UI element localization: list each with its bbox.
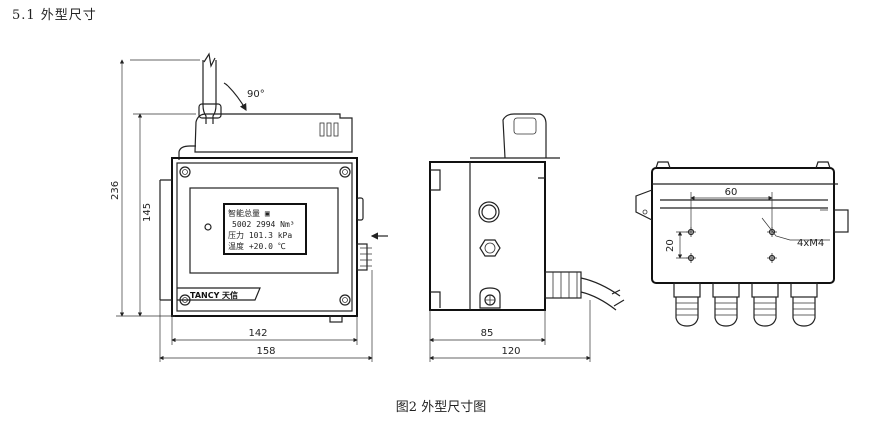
lcd-line: 5002 2994 Nm³ bbox=[232, 220, 295, 229]
side-button bbox=[478, 201, 500, 223]
dim-hole-spacing-x: 60 bbox=[725, 187, 738, 198]
brand-logo: TANCY bbox=[190, 291, 220, 300]
side-top-cap bbox=[502, 113, 547, 159]
dim-width-total: 158 bbox=[256, 346, 275, 357]
top-cap bbox=[194, 113, 353, 153]
side-nut bbox=[479, 239, 501, 257]
bottom-housing bbox=[651, 167, 835, 284]
lcd-line: 智能总量 ▣ bbox=[228, 208, 270, 218]
gland-row bbox=[673, 282, 818, 327]
rotation-label: 90° bbox=[247, 89, 265, 100]
side-housing bbox=[429, 161, 546, 311]
lcd-screen bbox=[223, 203, 307, 255]
screw bbox=[339, 294, 351, 306]
lcd-line: 压力 101.3 kPa bbox=[228, 230, 292, 240]
bottom-view: 60 20 4xM4 bbox=[635, 161, 849, 327]
antenna bbox=[198, 52, 222, 124]
rotation-arrow bbox=[227, 85, 247, 112]
screw bbox=[179, 166, 191, 178]
dim-depth-total: 120 bbox=[501, 346, 520, 357]
ground-terminal bbox=[479, 287, 501, 309]
dim-height-body: 145 bbox=[142, 203, 153, 222]
display-window bbox=[189, 187, 339, 274]
side-cable-gland bbox=[544, 271, 582, 299]
dim-height-total: 236 bbox=[110, 181, 121, 200]
screw bbox=[339, 166, 351, 178]
indicator-led bbox=[204, 223, 212, 231]
lcd-line: 温度 +20.0 ℃ bbox=[228, 241, 286, 251]
side-view: 85 120 bbox=[429, 113, 625, 362]
dim-width-body: 142 bbox=[248, 328, 267, 339]
front-view: 90° 智能总量 ▣ 5002 2994 Nm³ 压力 101.3 kPa 温度… bbox=[110, 52, 388, 362]
cable-gland bbox=[356, 243, 368, 271]
hole-callout: 4xM4 bbox=[797, 238, 824, 249]
figure-caption: 图2 外型尺寸图 bbox=[395, 400, 487, 415]
brand-logo-cn: 天信 bbox=[222, 290, 238, 300]
dim-depth-body: 85 bbox=[481, 328, 494, 339]
bottom-connector bbox=[833, 209, 849, 233]
dim-hole-spacing-y: 20 bbox=[665, 239, 676, 252]
section-title: 5.1 外型尺寸 bbox=[12, 8, 97, 23]
housing-body bbox=[171, 157, 358, 317]
mount-latch bbox=[635, 189, 653, 221]
